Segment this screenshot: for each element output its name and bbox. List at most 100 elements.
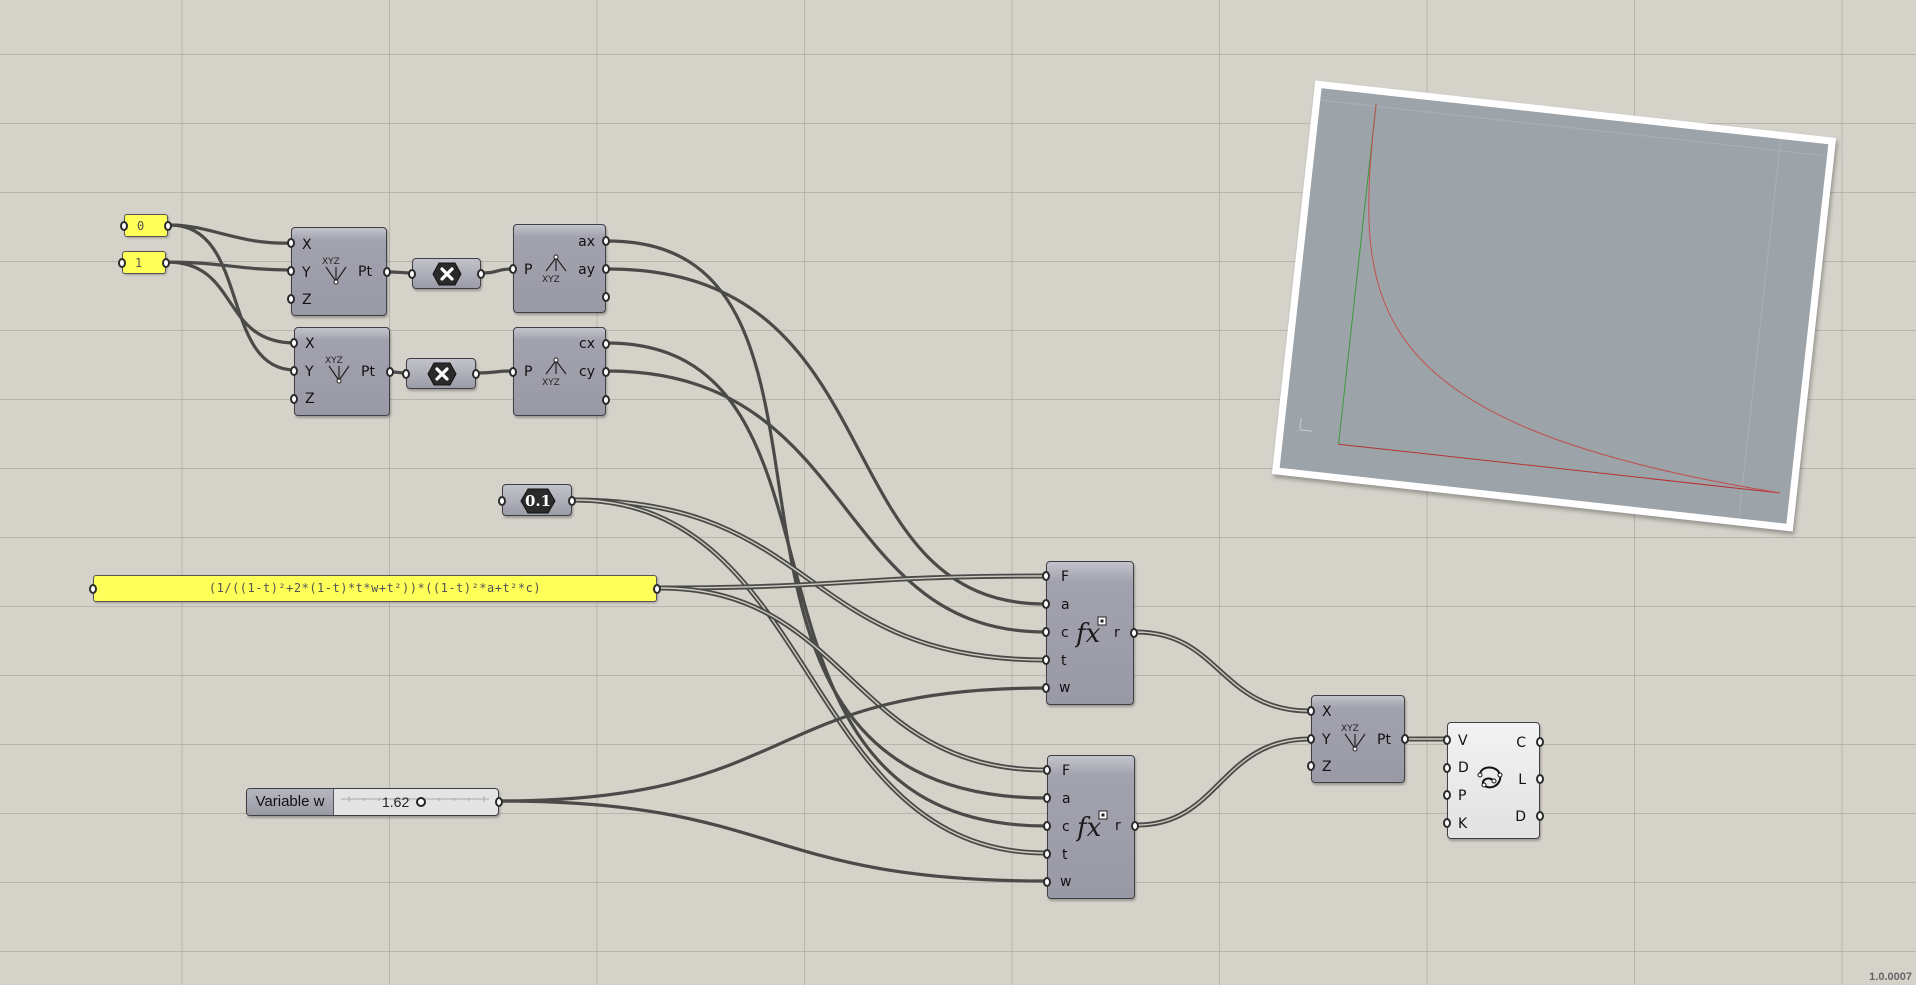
wire-e1r-to-cp3-x[interactable] xyxy=(1133,629,1313,714)
e1-grip-w[interactable] xyxy=(1042,683,1050,693)
dec-a-grip-p[interactable] xyxy=(509,264,517,274)
neg1-grip-in[interactable] xyxy=(408,269,416,279)
wire-zero-to-cp1-x[interactable] xyxy=(168,223,292,245)
interpolate-curve-component[interactable]: V D P K C L D xyxy=(1443,722,1544,839)
curve-grip-c[interactable] xyxy=(1536,737,1544,747)
construct-point-1[interactable]: X Y Z Pt XYZ xyxy=(287,227,391,316)
wire-expr-to-e1-f[interactable] xyxy=(657,573,1048,591)
cp2-input-y: Y xyxy=(305,364,314,380)
e2-input-w: w xyxy=(1060,874,1072,890)
number-slider[interactable]: Variable w 1.62 xyxy=(246,788,503,816)
e1-grip-t[interactable] xyxy=(1042,655,1050,665)
cp2-grip-x[interactable] xyxy=(290,338,298,348)
expr-panel-grip-out[interactable] xyxy=(653,584,661,594)
curve-input-d: D xyxy=(1458,760,1469,776)
e2-grip-f[interactable] xyxy=(1043,765,1051,775)
slider-grip-out[interactable] xyxy=(495,797,503,807)
output-grip[interactable] xyxy=(162,258,170,268)
expr-panel-grip-in[interactable] xyxy=(89,584,97,594)
e2-grip-t[interactable] xyxy=(1043,849,1051,859)
cp1-grip-y[interactable] xyxy=(287,266,295,276)
wire-cy-to-e1-c[interactable] xyxy=(605,369,1047,634)
dec-c-grip-cy[interactable] xyxy=(602,367,610,377)
negate-icon xyxy=(432,262,462,286)
dec-a-grip-ay[interactable] xyxy=(602,264,610,274)
construct-point-3[interactable]: X Y Z Pt XYZ xyxy=(1307,695,1409,783)
e1-input-a: a xyxy=(1061,597,1070,613)
cp3-grip-pt[interactable] xyxy=(1401,734,1409,744)
expression-text-panel[interactable]: (1/((1-t)²+2*(1-t)*t*w+t²))*((1-t)²*a+t²… xyxy=(89,575,661,602)
wire-neg2-to-dec-c[interactable] xyxy=(475,369,514,375)
neg2-grip-in[interactable] xyxy=(402,369,410,379)
wire-ay-to-e1-a[interactable] xyxy=(606,267,1047,606)
negative-component-2[interactable] xyxy=(402,358,480,389)
input-grip[interactable] xyxy=(118,258,126,268)
cp2-grip-y[interactable] xyxy=(290,366,298,376)
cp3-grip-y[interactable] xyxy=(1307,734,1315,744)
deconstruct-point-c[interactable]: P cx cy XYZ xyxy=(509,327,610,416)
cp1-grip-x[interactable] xyxy=(287,238,295,248)
cp3-grip-x[interactable] xyxy=(1307,706,1315,716)
wire-t-to-e2-t[interactable] xyxy=(572,497,1049,856)
dec-c-grip-cx[interactable] xyxy=(602,339,610,349)
output-grip[interactable] xyxy=(164,221,172,231)
slider-track[interactable] xyxy=(339,793,491,811)
cp1-grip-pt[interactable] xyxy=(383,267,391,277)
e1-grip-r[interactable] xyxy=(1130,628,1138,638)
dec-a-grip-az[interactable] xyxy=(602,292,610,302)
viewport-preview[interactable] xyxy=(1271,80,1837,532)
wire-one-to-cp2-x[interactable] xyxy=(165,260,297,345)
wire-e2r-to-cp3-y[interactable] xyxy=(1134,736,1313,828)
wire-neg1-to-dec-a[interactable] xyxy=(480,267,514,275)
number-param-grip-in[interactable] xyxy=(498,496,506,506)
cp3-input-y: Y xyxy=(1322,732,1331,748)
construct-point-icon: XYZ xyxy=(1341,724,1366,752)
svg-text:XYZ: XYZ xyxy=(322,257,340,267)
e1-grip-c[interactable] xyxy=(1042,627,1050,637)
cp3-grip-z[interactable] xyxy=(1307,761,1315,771)
e2-grip-r[interactable] xyxy=(1131,821,1139,831)
cp2-grip-z[interactable] xyxy=(290,394,298,404)
dec-c-input-p: P xyxy=(524,364,533,380)
dec-c-grip-cz[interactable] xyxy=(602,395,610,405)
number-param-grip-out[interactable] xyxy=(568,496,576,506)
wire-slider-to-e1-w[interactable] xyxy=(498,686,1047,803)
neg2-grip-out[interactable] xyxy=(472,369,480,379)
wire-zero-to-cp2-y[interactable] xyxy=(168,223,297,372)
dec-c-grip-p[interactable] xyxy=(509,367,517,377)
expression-component-2[interactable]: F a c t w r fx xyxy=(1043,755,1139,899)
neg1-grip-out[interactable] xyxy=(477,269,485,279)
e2-grip-a[interactable] xyxy=(1043,793,1051,803)
cp1-output-pt: Pt xyxy=(358,264,372,280)
dec-a-grip-ax[interactable] xyxy=(602,236,610,246)
wire-ax-to-e2-a[interactable] xyxy=(606,239,1048,800)
input-grip[interactable] xyxy=(120,221,128,231)
number-panel-one[interactable]: 1 xyxy=(118,251,170,274)
e1-grip-a[interactable] xyxy=(1042,599,1050,609)
construct-point-2[interactable]: X Y Z Pt XYZ xyxy=(290,327,394,416)
slider-handle[interactable] xyxy=(415,796,427,808)
cp3-input-z: Z xyxy=(1322,759,1332,775)
number-parameter[interactable]: 0.1 xyxy=(498,484,576,516)
curve-grip-d[interactable] xyxy=(1443,763,1451,773)
number-panel-zero[interactable]: 0 xyxy=(120,214,172,237)
wire-cx-to-e2-c[interactable] xyxy=(605,341,1048,828)
curve-grip-dout[interactable] xyxy=(1536,811,1544,821)
wire-slider-to-e2-w[interactable] xyxy=(498,799,1048,883)
cp2-grip-pt[interactable] xyxy=(386,367,394,377)
wire-one-to-cp1-y[interactable] xyxy=(165,260,292,272)
deconstruct-point-a[interactable]: P ax ay XYZ xyxy=(509,224,610,313)
curve-grip-v[interactable] xyxy=(1443,735,1451,745)
cp1-input-y: Y xyxy=(302,265,311,281)
cp1-grip-z[interactable] xyxy=(287,294,295,304)
negative-component-1[interactable] xyxy=(408,258,485,289)
wire-expr-to-e2-f[interactable] xyxy=(657,585,1049,773)
version-label: 1.0.0007 xyxy=(1869,971,1912,983)
expression-component-1[interactable]: F a c t w r fx xyxy=(1042,561,1138,705)
curve-grip-k[interactable] xyxy=(1443,818,1451,828)
e2-grip-c[interactable] xyxy=(1043,821,1051,831)
e1-grip-f[interactable] xyxy=(1042,571,1050,581)
curve-grip-p[interactable] xyxy=(1443,790,1451,800)
e2-grip-w[interactable] xyxy=(1043,877,1051,887)
curve-grip-l[interactable] xyxy=(1536,774,1544,784)
